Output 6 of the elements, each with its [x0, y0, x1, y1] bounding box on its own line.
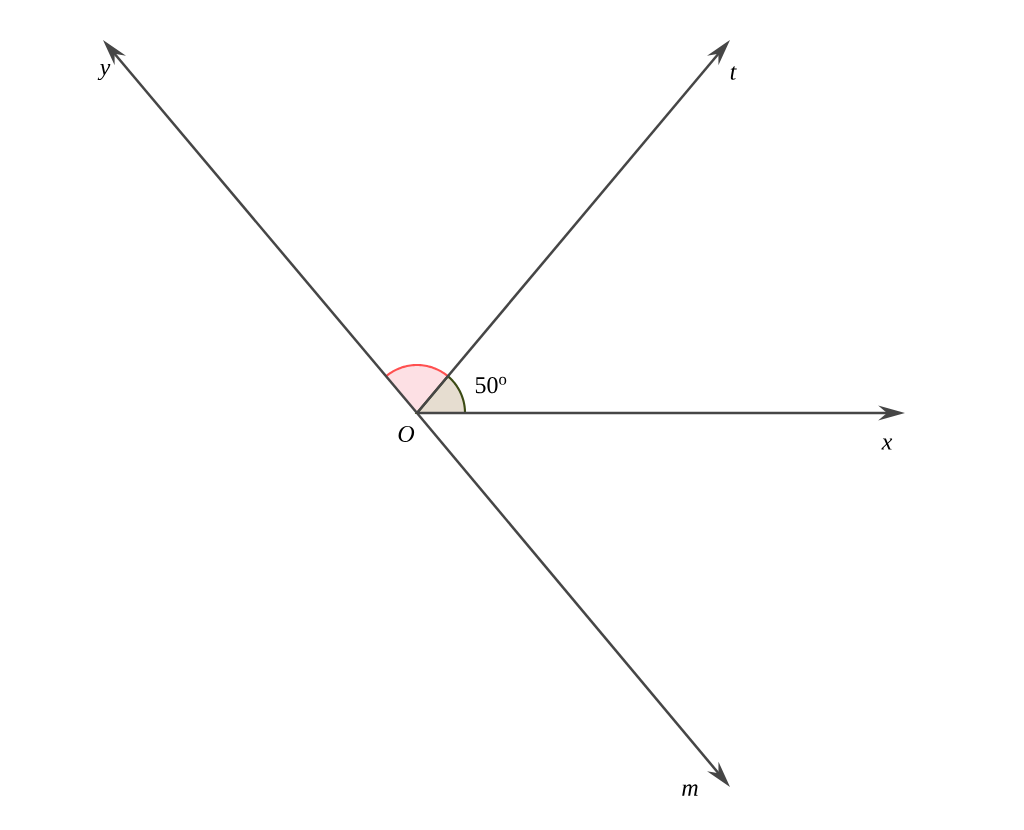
point-label: y [97, 63, 111, 81]
point-label: x [881, 438, 893, 450]
point-label: t [730, 66, 737, 80]
point-label: O [398, 425, 415, 443]
point-label: m [682, 784, 698, 796]
angle-label: 50$^{o}$ [475, 376, 507, 394]
